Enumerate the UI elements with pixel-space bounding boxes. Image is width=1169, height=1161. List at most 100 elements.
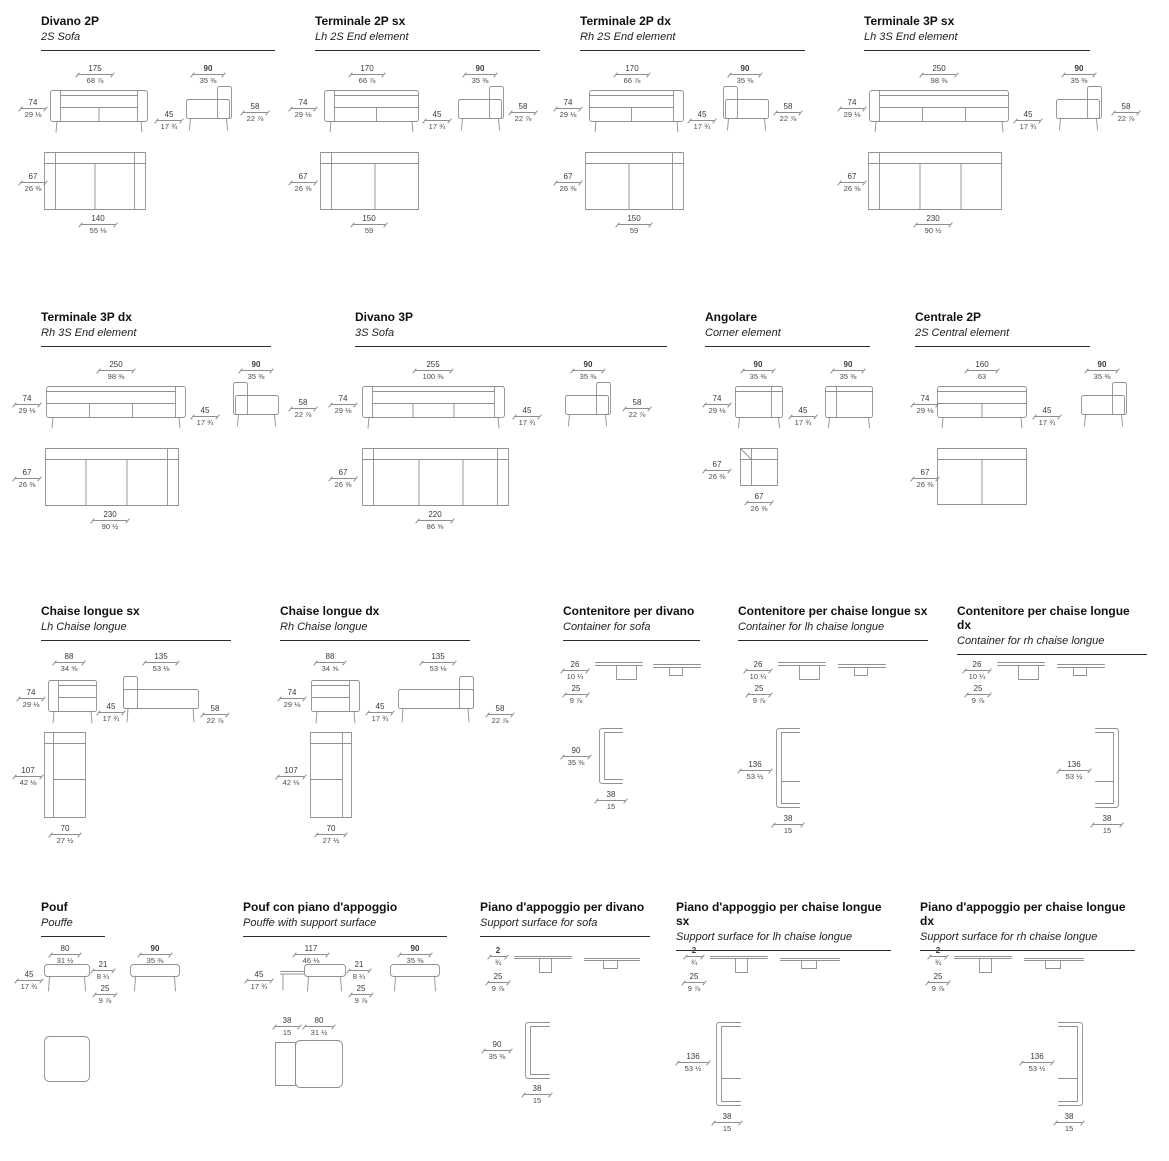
- dim-line: [840, 182, 864, 183]
- dim-value-cm: 45: [697, 110, 707, 119]
- dim-value-cm: 74: [563, 98, 573, 107]
- side-view-drawing: [233, 382, 279, 427]
- dim-line: [400, 954, 430, 955]
- dim-line: [95, 994, 115, 995]
- dim-value-cm: 80: [314, 1016, 324, 1025]
- front-view-drawing: [50, 90, 148, 133]
- dim-value-cm: 88: [325, 652, 335, 661]
- dim-value-cm: 25: [754, 684, 764, 693]
- top-view-drawing: [44, 1036, 90, 1082]
- dim-plan-length: 136 53 ½: [678, 1052, 708, 1073]
- dim-line: [791, 416, 815, 417]
- container-section-drawing: [595, 662, 643, 680]
- title-underline: [915, 346, 1090, 347]
- dim-line: [99, 712, 123, 713]
- module-subtitle: Container for sofa: [563, 621, 651, 633]
- dim-value-in: 17 ¾: [693, 122, 711, 131]
- dim-line: [140, 954, 170, 955]
- dim-value-in: 42 ⅛: [282, 778, 300, 787]
- dim-value-cm: 45: [522, 406, 532, 415]
- dim-value-in: 66 ⅞: [358, 76, 376, 85]
- dim-value-in: 35 ⅜: [1093, 372, 1111, 381]
- dim-value-cm: 26: [972, 660, 982, 669]
- surface-section-drawing: [710, 956, 768, 973]
- top-view-drawing: [868, 152, 1002, 210]
- dim-value-cm: 45: [432, 110, 442, 119]
- dim-value-in: 15: [282, 1028, 292, 1037]
- dim-line: [488, 714, 512, 715]
- title-underline: [355, 346, 667, 347]
- dim-value-in: 15: [1064, 1124, 1074, 1133]
- front-view-drawing: [324, 90, 419, 133]
- dim-value-in: 26 ⅜: [334, 480, 352, 489]
- dim-value-cm: 230: [103, 510, 117, 519]
- dim-value-cm: 136: [686, 1052, 700, 1061]
- title-underline: [920, 950, 1135, 951]
- dim-value-cm: 74: [22, 394, 32, 403]
- dim-value-in: 22 ⅞: [628, 410, 646, 419]
- dim-line: [1022, 1062, 1052, 1063]
- dim-value-in: 53 ⅛: [152, 664, 170, 673]
- dim-value-in: 66 ⅞: [623, 76, 641, 85]
- container-plan-drawing: [776, 728, 800, 808]
- surface-section-drawing: [514, 956, 572, 973]
- module-subtitle: 2S Central element: [915, 327, 1010, 339]
- front-view-drawing: [44, 964, 90, 992]
- top-view-drawing: [275, 1040, 343, 1088]
- top-view-drawing: [44, 152, 146, 210]
- dim-value-in: 53 ½: [746, 772, 764, 781]
- dim-value-cm: 67: [563, 172, 573, 181]
- dim-value-cm: 67: [298, 172, 308, 181]
- top-view-drawing: [310, 732, 352, 818]
- side-view-drawing: [130, 964, 180, 992]
- dim-value-in: 15: [722, 1124, 732, 1133]
- title-underline: [563, 640, 700, 641]
- surface-front-drawing: [584, 958, 640, 969]
- dim-value-in: 9 ⅞: [752, 696, 766, 705]
- dim-value-cm: 70: [60, 824, 70, 833]
- dim-line: [913, 404, 937, 405]
- dim-value-in: 55 ⅛: [89, 226, 107, 235]
- dim-value-in: ¾: [934, 958, 942, 967]
- dim-value-in: 22 ⅞: [514, 114, 532, 123]
- container-section-drawing: [778, 662, 826, 680]
- dim-value-in: 34 ⅝: [321, 664, 339, 673]
- dim-line: [1035, 416, 1059, 417]
- dim-value-cm: 45: [164, 110, 174, 119]
- dim-line: [78, 74, 112, 75]
- dim-line: [563, 670, 587, 671]
- dim-line: [714, 1122, 740, 1123]
- top-view-drawing: [320, 152, 419, 210]
- dim-line: [1087, 370, 1117, 371]
- module-title: Pouf: [41, 900, 68, 914]
- dim-line: [743, 370, 773, 371]
- module-title: Piano d'appoggio per chaise longue dx: [920, 900, 1126, 928]
- dim-value-cm: 255: [426, 360, 440, 369]
- module-subtitle: Lh 2S End element: [315, 31, 409, 43]
- title-underline: [580, 50, 805, 51]
- dim-value-in: 15: [532, 1096, 542, 1105]
- dim-value-cm: 74: [26, 688, 36, 697]
- dim-value-in: 53 ½: [684, 1064, 702, 1073]
- dim-value-cm: 38: [282, 1016, 292, 1025]
- dim-line: [484, 1050, 510, 1051]
- module-piano-chaise-sx: Piano d'appoggio per chaise longue sx Su…: [676, 900, 891, 1133]
- dim-value-in: 22 ⅞: [491, 716, 509, 725]
